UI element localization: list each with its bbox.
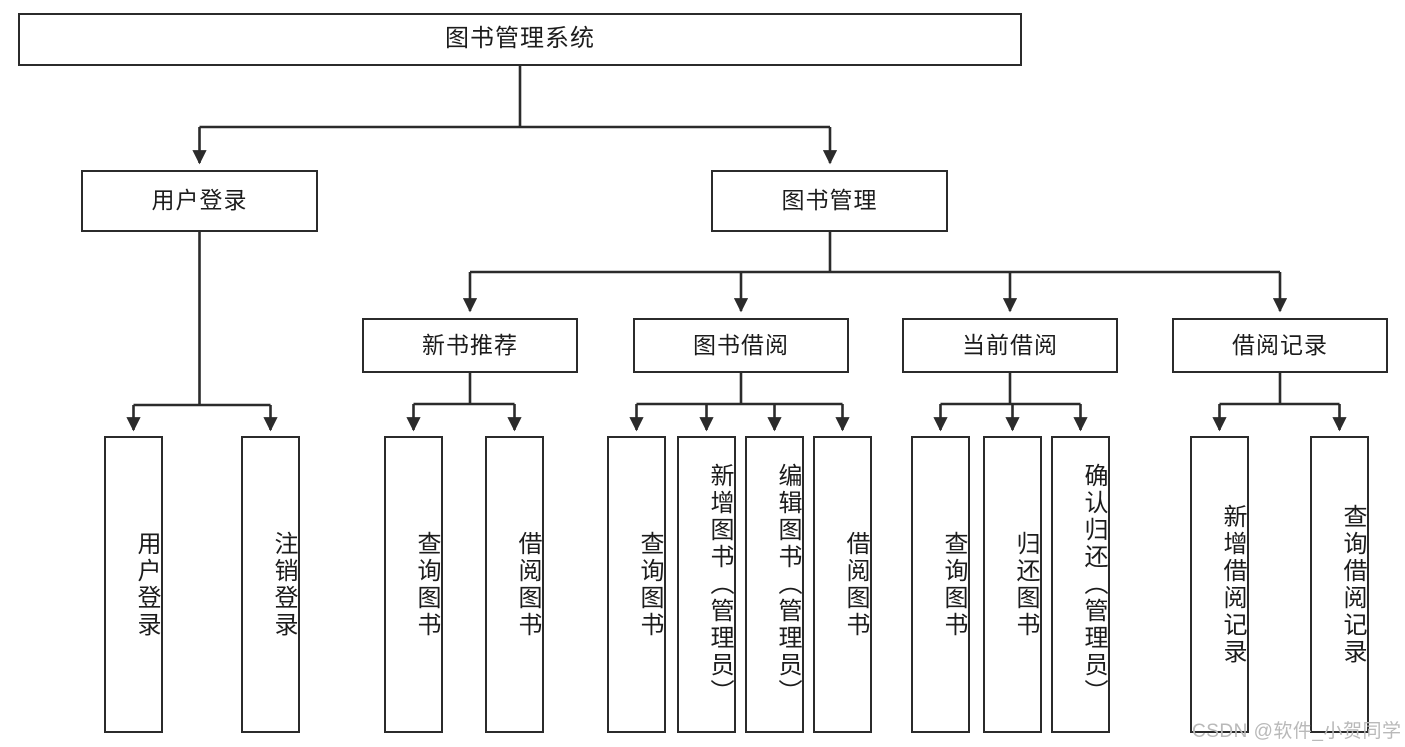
- node-leaf-label: 借阅图书: [514, 530, 541, 639]
- node-book-management[interactable]: 图书管理: [711, 170, 948, 232]
- node-current-borrow[interactable]: 当前借阅: [902, 318, 1118, 373]
- node-leaf-label: 查询图书: [413, 530, 440, 639]
- node-leaf-borrow-book-2[interactable]: 借阅图书: [813, 436, 872, 733]
- node-root-label: 图书管理系统: [445, 25, 595, 53]
- node-leaf-query-book-3[interactable]: 查询图书: [911, 436, 970, 733]
- node-new-book-recommend-label: 新书推荐: [422, 331, 518, 358]
- node-user-login[interactable]: 用户登录: [81, 170, 318, 232]
- node-leaf-label: 新增借阅记录: [1219, 503, 1246, 666]
- node-leaf-query-book-2[interactable]: 查询图书: [607, 436, 666, 733]
- node-leaf-borrow-book-1[interactable]: 借阅图书: [485, 436, 544, 733]
- node-leaf-query-borrow-record[interactable]: 查询借阅记录: [1310, 436, 1369, 733]
- node-leaf-label: 借阅图书: [842, 530, 869, 639]
- node-leaf-label: 查询图书: [940, 530, 967, 639]
- node-leaf-query-book-1[interactable]: 查询图书: [384, 436, 443, 733]
- node-leaf-edit-book-admin[interactable]: 编辑图书（管理员）: [745, 436, 804, 733]
- node-root[interactable]: 图书管理系统: [18, 13, 1022, 66]
- node-book-borrow[interactable]: 图书借阅: [633, 318, 849, 373]
- node-book-borrow-label: 图书借阅: [693, 331, 789, 358]
- node-leaf-label: 注销登录: [270, 530, 297, 639]
- node-leaf-add-borrow-record[interactable]: 新增借阅记录: [1190, 436, 1249, 733]
- node-leaf-return-book[interactable]: 归还图书: [983, 436, 1042, 733]
- node-leaf-label: 新增图书（管理员）: [706, 463, 733, 706]
- node-book-management-label: 图书管理: [781, 187, 878, 214]
- node-leaf-logout[interactable]: 注销登录: [241, 436, 300, 733]
- node-leaf-label: 归还图书: [1012, 530, 1039, 639]
- node-leaf-confirm-return-admin[interactable]: 确认归还（管理员）: [1051, 436, 1110, 733]
- node-leaf-user-login[interactable]: 用户登录: [104, 436, 163, 733]
- node-leaf-label: 查询图书: [636, 530, 663, 639]
- node-user-login-label: 用户登录: [151, 187, 248, 214]
- node-borrow-record-label: 借阅记录: [1232, 331, 1328, 358]
- node-leaf-label: 查询借阅记录: [1339, 503, 1366, 666]
- watermark: CSDN @软件_小贺同学: [1192, 721, 1402, 742]
- node-leaf-add-book-admin[interactable]: 新增图书（管理员）: [677, 436, 736, 733]
- node-borrow-record[interactable]: 借阅记录: [1172, 318, 1388, 373]
- node-leaf-label: 确认归还（管理员）: [1080, 463, 1107, 706]
- node-new-book-recommend[interactable]: 新书推荐: [362, 318, 578, 373]
- node-leaf-label: 编辑图书（管理员）: [774, 463, 801, 706]
- node-leaf-label: 用户登录: [133, 530, 160, 639]
- node-current-borrow-label: 当前借阅: [962, 331, 1058, 358]
